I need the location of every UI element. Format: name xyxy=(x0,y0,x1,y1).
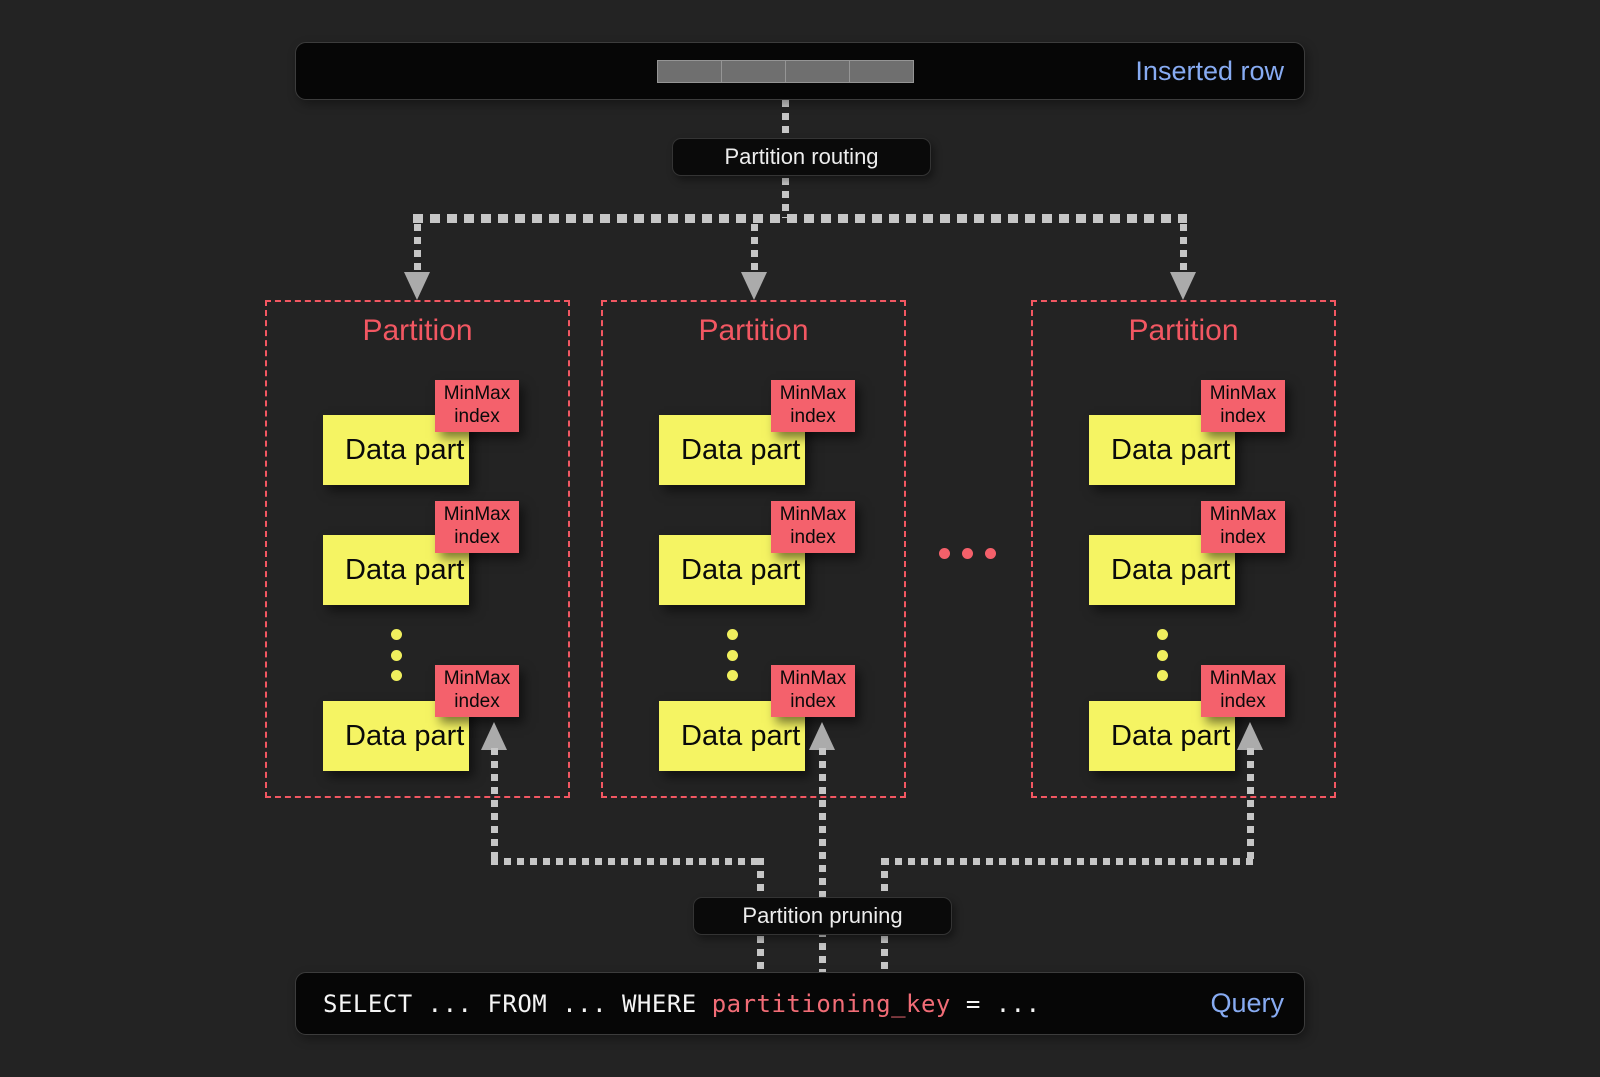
partition-title: Partition xyxy=(362,314,473,347)
pruning-arrow-stem xyxy=(819,748,826,972)
routing-horizontal-line xyxy=(413,214,1187,223)
partition-routing-label: Partition routing xyxy=(724,144,879,169)
ellipsis-dot xyxy=(391,670,402,681)
query-bar: SELECT ... FROM ... WHERE partitioning_k… xyxy=(295,972,1305,1035)
routing-drop-line xyxy=(1180,224,1187,274)
row-segments xyxy=(657,60,914,83)
inserted-row-label: Inserted row xyxy=(1135,55,1284,86)
data-part-box: Data part xyxy=(1089,701,1235,771)
row-segment xyxy=(849,60,914,83)
partition-pruning-pill: Partition pruning xyxy=(693,897,952,935)
partition-title: Partition xyxy=(1128,314,1239,347)
row-segment xyxy=(657,60,722,83)
routing-drop-line xyxy=(751,224,758,274)
minmax-index-tag: MinMax index xyxy=(1201,665,1285,717)
minmax-index-tag: MinMax index xyxy=(771,501,855,553)
pruning-horizontal-line xyxy=(491,858,764,865)
partition-pruning-label: Partition pruning xyxy=(742,903,903,928)
ellipsis-dot xyxy=(1157,650,1168,661)
partitions-ellipsis-dot xyxy=(962,548,973,559)
data-part-box: Data part xyxy=(659,415,805,485)
row-segment xyxy=(721,60,786,83)
arrow-up-icon xyxy=(1237,722,1263,750)
pruning-arrow-stem xyxy=(491,748,498,862)
ellipsis-dot xyxy=(1157,670,1168,681)
ellipsis-dot xyxy=(1157,629,1168,640)
inserted-row-bar: Inserted row xyxy=(295,42,1305,100)
partition-routing-pill: Partition routing xyxy=(672,138,931,176)
partition-box-1: Partition MinMax index Data part MinMax … xyxy=(265,300,570,798)
minmax-index-tag: MinMax index xyxy=(435,501,519,553)
row-segment xyxy=(785,60,850,83)
arrow-up-icon xyxy=(809,722,835,750)
ellipsis-dot xyxy=(391,650,402,661)
arrow-down-icon xyxy=(1170,272,1196,300)
partition-box-2: Partition MinMax index Data part MinMax … xyxy=(601,300,906,798)
minmax-index-tag: MinMax index xyxy=(771,665,855,717)
minmax-index-tag: MinMax index xyxy=(435,665,519,717)
minmax-index-tag: MinMax index xyxy=(435,380,519,432)
partitions-ellipsis-dot xyxy=(939,548,950,559)
sql-query-text: SELECT ... FROM ... WHERE partitioning_k… xyxy=(323,989,1041,1018)
ellipsis-dot xyxy=(391,629,402,640)
pruning-horizontal-line xyxy=(882,858,1254,865)
ellipsis-dot xyxy=(727,670,738,681)
partition-title: Partition xyxy=(698,314,809,347)
ellipsis-dot xyxy=(727,629,738,640)
routing-drop-line xyxy=(414,224,421,274)
partitions-ellipsis-dot xyxy=(985,548,996,559)
query-label: Query xyxy=(1210,988,1284,1018)
arrow-down-icon xyxy=(741,272,767,300)
partition-box-3: Partition MinMax index Data part MinMax … xyxy=(1031,300,1336,798)
minmax-index-tag: MinMax index xyxy=(1201,380,1285,432)
ellipsis-dot xyxy=(727,650,738,661)
minmax-index-tag: MinMax index xyxy=(771,380,855,432)
partitioning-key-token: partitioning_key xyxy=(711,989,951,1018)
pruning-arrow-stem xyxy=(1247,748,1254,862)
minmax-index-tag: MinMax index xyxy=(1201,501,1285,553)
arrow-down-icon xyxy=(404,272,430,300)
arrow-up-icon xyxy=(481,722,507,750)
